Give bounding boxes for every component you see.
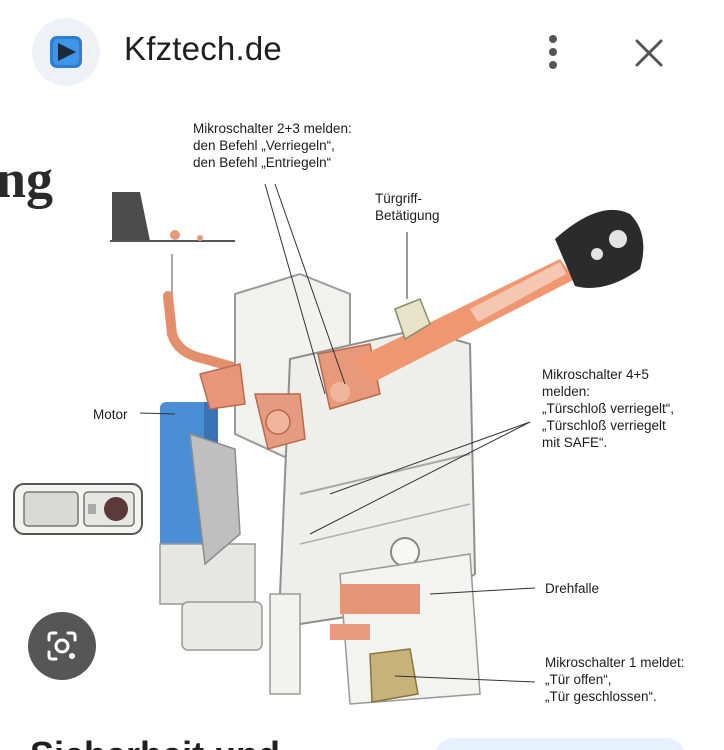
label-microswitch-45: Mikroschalter 4+5 melden: „Türschloß ver…: [542, 366, 674, 451]
bottom-content: Sicherheit und: [0, 708, 724, 750]
car-key: [355, 209, 644, 384]
google-lens-icon: [47, 631, 77, 661]
label-door-handle: Türgriff- Betätigung: [375, 190, 440, 224]
label-line: Mikroschalter 2+3 melden:: [193, 121, 352, 136]
label-microswitch-1: Mikroschalter 1 meldet: „Tür offen“, „Tü…: [545, 654, 685, 705]
close-icon: [635, 39, 663, 67]
door-lock-illustration: [13, 183, 644, 705]
bottom-chip[interactable]: [434, 738, 686, 750]
copper-rod: [163, 291, 245, 374]
label-line: Betätigung: [375, 208, 440, 223]
label-line: den Befehl „Verriegeln“,: [193, 138, 335, 153]
leader-lines: [139, 183, 536, 683]
label-line: mit SAFE“.: [542, 435, 608, 450]
site-title[interactable]: Kfztech.de: [124, 30, 282, 67]
label-microswitch-23: Mikroschalter 2+3 melden: den Befehl „Ve…: [193, 120, 352, 171]
label-motor: Motor: [93, 407, 128, 422]
top-bar: Kfztech.de: [0, 0, 724, 104]
label-line: „Tür geschlossen“.: [545, 689, 657, 704]
door-panel-sketch: [110, 192, 235, 299]
label-line: „Türschloß verriegelt“,: [542, 401, 675, 416]
bottom-heading: Sicherheit und: [30, 734, 280, 750]
more-options-button[interactable]: [532, 30, 574, 74]
image-preview[interactable]: ng: [0, 104, 724, 708]
label-line: „Tür offen“,: [545, 672, 612, 687]
close-button[interactable]: [626, 30, 672, 76]
more-vertical-icon: [549, 35, 557, 69]
site-logo[interactable]: [32, 18, 100, 86]
label-line: Mikroschalter 1 meldet:: [545, 655, 685, 670]
label-line: „Türschloß verriegelt: [542, 418, 666, 433]
partial-heading: ng: [0, 149, 54, 209]
label-line: melden:: [542, 384, 591, 399]
label-line: den Befehl „Entriegeln“: [193, 155, 332, 170]
label-line: Mikroschalter 4+5: [542, 367, 649, 382]
lens-button[interactable]: [28, 612, 96, 680]
door-handle-lever: [394, 298, 431, 341]
microswitch-1: [369, 648, 419, 703]
side-switch-panel: [13, 483, 143, 535]
label-line: Türgriff-: [375, 191, 423, 206]
label-rotary-latch: Drehfalle: [545, 581, 600, 596]
motor-unit: [159, 402, 263, 651]
kfztech-logo-icon: [50, 36, 82, 68]
